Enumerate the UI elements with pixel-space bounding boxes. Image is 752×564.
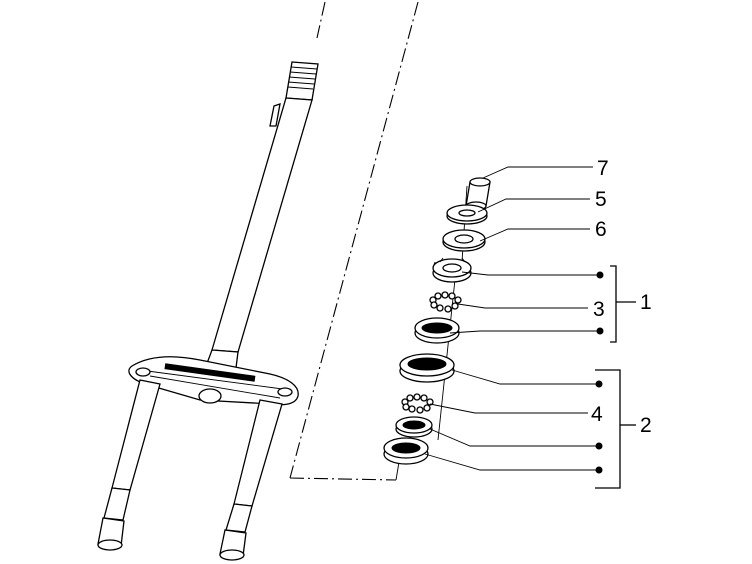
group-1-parts: [414, 257, 472, 344]
callout-4: 4: [591, 403, 603, 426]
fork-legs: [97, 379, 283, 561]
group-brackets: [595, 265, 636, 489]
fork-crown: [128, 356, 299, 406]
callout-6: 6: [595, 218, 607, 241]
group-2-parts: [383, 353, 455, 465]
leader-dots: [595, 271, 604, 474]
group-label-1: 1: [640, 291, 652, 314]
group-label-2: 2: [640, 414, 652, 437]
callout-7: 7: [597, 157, 609, 180]
callout-5: 5: [595, 188, 607, 211]
part-5-locknut: [446, 204, 488, 225]
steering-tube: [205, 61, 319, 369]
part-4-ball-cage: [401, 393, 434, 414]
part-3-ball-cage: [429, 291, 462, 313]
callout-labels: 7 5 6 3 4 1 2: [591, 157, 652, 437]
part-6-washer: [442, 229, 486, 252]
leader-lines: [424, 166, 597, 471]
callout-3: 3: [593, 298, 605, 321]
